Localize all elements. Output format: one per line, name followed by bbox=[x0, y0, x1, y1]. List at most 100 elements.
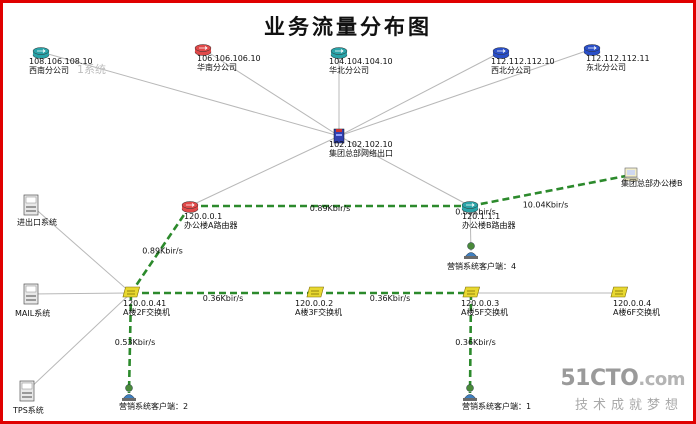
node-hq[interactable]: 集团总部办公楼B bbox=[621, 167, 683, 188]
watermark-main: 51CTO bbox=[560, 366, 639, 391]
link-n_mail-n_s2 bbox=[30, 292, 132, 295]
node-mail[interactable]: MAIL系统 bbox=[15, 283, 50, 318]
link-n_gw-n_ra bbox=[189, 135, 340, 207]
switch-icon bbox=[306, 286, 324, 298]
node-name: 东北分公司 bbox=[586, 62, 626, 72]
router-icon bbox=[461, 201, 479, 213]
node-name: 办公楼A路由器 bbox=[184, 220, 237, 230]
link-n_sw-n_gw bbox=[40, 51, 340, 137]
server-icon bbox=[19, 380, 35, 402]
node-name: 营销系统客户端：4 bbox=[447, 261, 516, 271]
node-ip: 120.0.0.1 bbox=[184, 212, 222, 221]
node-name: A楼5F交换机 bbox=[461, 307, 508, 317]
rate-label-n_ra-n_s2: 0.89Kbir/s bbox=[142, 247, 183, 256]
router-blue-icon bbox=[492, 47, 510, 59]
user-icon bbox=[122, 384, 136, 401]
node-ip: 112.112.112.10 bbox=[491, 57, 555, 66]
link-n_io-n_s2 bbox=[30, 204, 132, 294]
rate-label-n_rb-n_c4: 0.05Kbir/s bbox=[455, 208, 496, 217]
node-name: 集团总部办公楼B bbox=[621, 178, 683, 188]
rate-label-n_s2-n_c2: 0.53Kbir/s bbox=[115, 338, 156, 347]
node-name: A楼6F交换机 bbox=[613, 307, 660, 317]
node-io[interactable]: 进出口系统 bbox=[17, 194, 57, 227]
link-n_s2-n_c2 bbox=[127, 292, 133, 394]
ghost-text: 1系统 bbox=[77, 63, 106, 76]
node-ip: 120.0.0.41 bbox=[123, 299, 166, 308]
rate-label-n_ra-n_rb: 0.89Kbir/s bbox=[310, 204, 351, 213]
node-c4[interactable]: 营销系统客户端：4 bbox=[447, 242, 516, 272]
node-name: 营销系统客户端：1 bbox=[462, 401, 531, 411]
node-ip: 104.104.104.10 bbox=[329, 57, 393, 66]
pc-icon bbox=[623, 167, 639, 182]
node-name: A楼2F交换机 bbox=[123, 307, 170, 317]
router-alert-icon bbox=[194, 44, 212, 56]
node-ip: 120.0.0.3 bbox=[461, 299, 499, 308]
node-ip: 102.102.102.10 bbox=[329, 140, 393, 149]
link-n_gw-n_rb bbox=[338, 135, 471, 207]
nodes-layer: 108.106.108.10西南分公司106.106.106.10华南分公司10… bbox=[12, 44, 683, 415]
rate-label-n_rb-n_hq: 10.04Kbir/s bbox=[523, 201, 569, 210]
node-ip: 108.106.108.10 bbox=[29, 57, 93, 66]
node-ip: 106.106.106.10 bbox=[197, 54, 261, 63]
node-name: 华北分公司 bbox=[329, 65, 369, 75]
switch-icon bbox=[462, 286, 480, 298]
node-c1[interactable]: 营销系统客户端：1 bbox=[462, 384, 531, 412]
link-n_hn-n_gw bbox=[202, 48, 340, 137]
server-icon bbox=[23, 283, 39, 305]
link-n_tps-n_s2 bbox=[26, 292, 132, 392]
gateway-icon bbox=[333, 128, 345, 144]
node-name: 办公楼B路由器 bbox=[462, 220, 516, 230]
node-name: 华南分公司 bbox=[197, 62, 237, 72]
node-name: MAIL系统 bbox=[15, 308, 50, 318]
diagram-title: 业务流量分布图 bbox=[264, 14, 432, 39]
node-name: 营销系统客户端：2 bbox=[119, 401, 188, 411]
watermark-slogan: 技术成就梦想 bbox=[574, 398, 683, 413]
link-n_rb-n_hq bbox=[469, 173, 632, 208]
watermark-tld: .com bbox=[638, 369, 685, 390]
rate-label-n_s2-n_s3: 0.36Kbir/s bbox=[203, 294, 244, 303]
node-name: TPS系统 bbox=[12, 405, 44, 415]
watermark-logo: 51CTO.com bbox=[560, 366, 685, 391]
rate-label-n_s5-n_c1: 0.36Kbir/s bbox=[455, 338, 496, 347]
node-name: 西南分公司 bbox=[29, 65, 69, 75]
node-ip: 120.0.0.2 bbox=[295, 299, 333, 308]
link-n_db-n_gw bbox=[338, 48, 593, 137]
user-icon bbox=[463, 384, 477, 401]
router-blue-icon bbox=[583, 44, 601, 56]
node-c2[interactable]: 营销系统客户端：2 bbox=[119, 384, 188, 412]
switch-icon bbox=[610, 286, 628, 298]
user-icon bbox=[464, 242, 478, 259]
link-n_ra-n_s2 bbox=[129, 205, 192, 294]
node-name: A楼3F交换机 bbox=[295, 307, 342, 317]
router-alert-icon bbox=[181, 201, 199, 213]
node-ip: 120.0.0.4 bbox=[613, 299, 651, 308]
node-ip: 112.112.112.11 bbox=[586, 54, 650, 63]
router-icon bbox=[32, 47, 50, 59]
link-n_xb-n_gw bbox=[338, 51, 502, 137]
switch-icon bbox=[122, 286, 140, 298]
router-icon bbox=[330, 47, 348, 59]
node-name: 西北分公司 bbox=[491, 66, 531, 75]
link-n_s5-n_c1 bbox=[468, 292, 473, 394]
node-tps[interactable]: TPS系统 bbox=[12, 380, 44, 415]
node-ip: 120.1.1.1 bbox=[462, 212, 500, 221]
node-name: 集团总部网络出口 bbox=[329, 148, 393, 158]
server-icon bbox=[23, 194, 39, 216]
network-topology: 0.89Kbir/s 10.04Kbir/s 0.05Kbir/s 0.89Kbir/… bbox=[12, 44, 683, 415]
rate-label-n_s3-n_s5: 0.36Kbir/s bbox=[370, 294, 411, 303]
rates-layer: 0.89Kbir/s 10.04Kbir/s 0.05Kbir/s 0.89Kbir/… bbox=[115, 201, 569, 348]
node-name: 进出口系统 bbox=[17, 217, 57, 227]
